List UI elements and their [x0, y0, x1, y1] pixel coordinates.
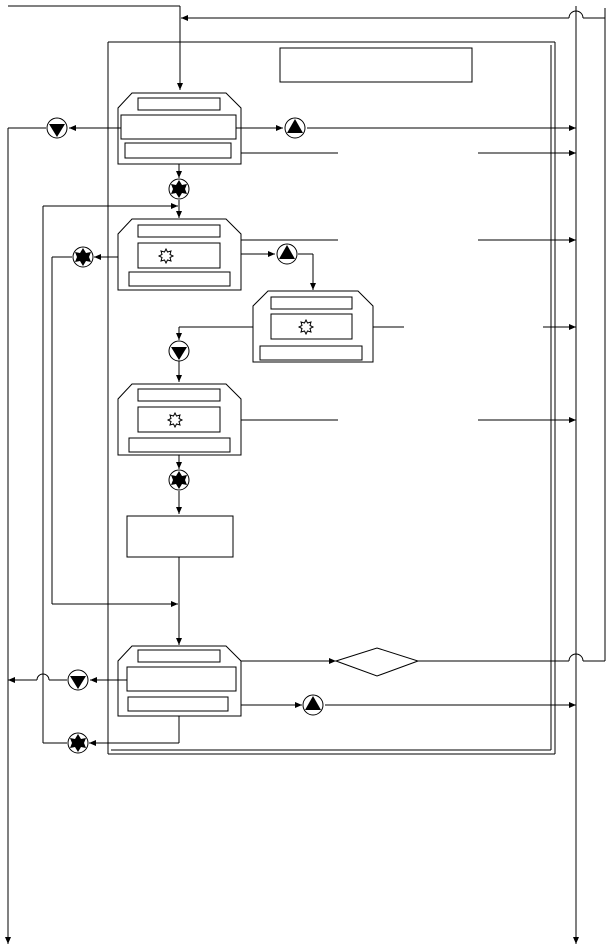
module-5 [117, 645, 242, 717]
module-2 [117, 218, 242, 291]
outer-container-frame [107, 41, 556, 755]
module-3 [252, 290, 374, 363]
star-circle-icon [72, 246, 94, 268]
module-4 [117, 383, 242, 456]
triangle-up-circle-icon [276, 243, 298, 265]
module-2-connections [52, 237, 576, 290]
triangle-down-circle-icon [67, 669, 89, 691]
process-box [126, 515, 234, 558]
starburst-icon [157, 247, 175, 265]
right-bus-line [573, 6, 606, 944]
triangle-up-circle-icon [302, 694, 324, 716]
star-circle-icon [168, 178, 190, 200]
module-5-connections [7, 653, 605, 746]
starburst-icon [166, 411, 184, 429]
module-3-connections [176, 324, 576, 382]
star-circle-icon [67, 732, 89, 754]
decision-diamond [334, 647, 420, 677]
starburst-icon [297, 318, 315, 336]
header-box [279, 47, 473, 83]
module-4-connections [176, 417, 576, 514]
triangle-down-circle-icon [168, 340, 190, 362]
module-1 [117, 92, 242, 165]
feedback-loop-route [42, 203, 178, 744]
triangle-up-circle-icon [284, 117, 306, 139]
top-input-route [8, 5, 605, 90]
star-circle-icon [168, 469, 190, 491]
module-1-connections [8, 125, 576, 218]
triangle-down-circle-icon [46, 117, 68, 139]
